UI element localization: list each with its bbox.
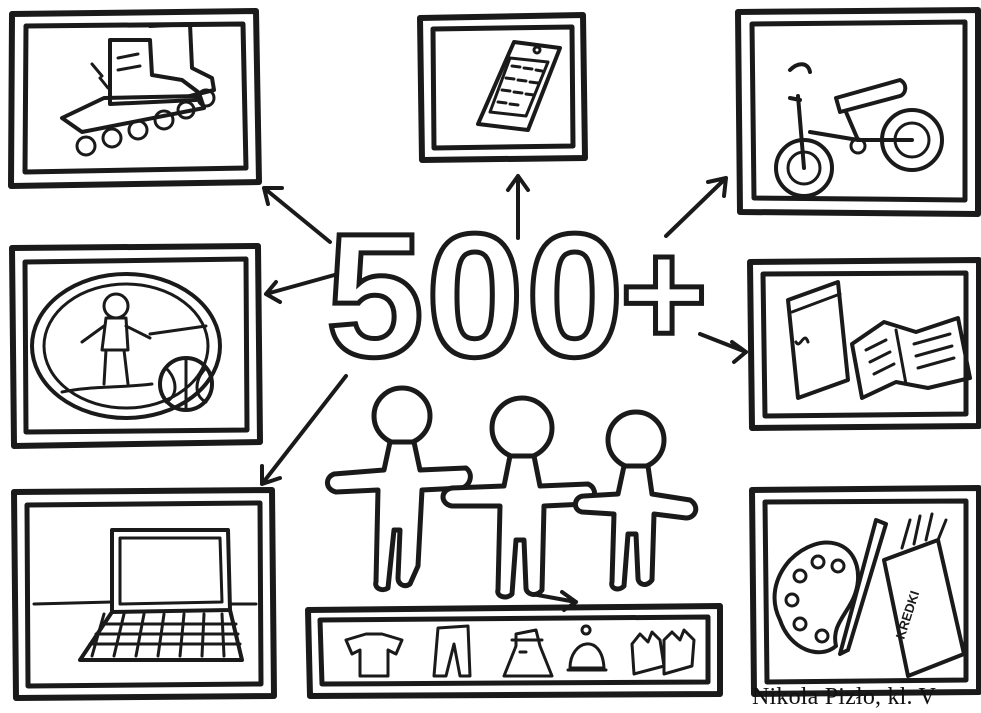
big-plus-text: + xyxy=(620,209,708,377)
inline-skates-icon xyxy=(62,24,214,155)
panel-vacation xyxy=(12,246,260,446)
panel-phone xyxy=(420,15,585,160)
panel-bicycle xyxy=(738,10,978,214)
clothing-shelf-icon xyxy=(346,626,694,676)
artist-signature: Nikola Pizło, kl. V xyxy=(752,684,936,711)
panel-art-supplies: KREDKI xyxy=(752,488,979,694)
vacation-beach-ball-icon xyxy=(32,274,220,418)
children-figures xyxy=(327,388,695,597)
books-icon xyxy=(788,282,970,398)
panel-clothing xyxy=(308,606,720,696)
child-figure-middle xyxy=(443,398,595,597)
panel-inline-skates xyxy=(11,11,259,186)
bicycle-icon xyxy=(776,64,942,196)
laptop-icon xyxy=(34,530,256,660)
big-number-500-plus: 500 + xyxy=(326,198,708,394)
art-supplies-icon: KREDKI xyxy=(775,514,964,676)
panel-books xyxy=(750,260,979,428)
child-figure-right xyxy=(575,412,695,589)
big-number-text: 500 xyxy=(326,198,626,394)
panel-laptop xyxy=(14,490,274,698)
mobile-phone-icon xyxy=(478,42,560,130)
